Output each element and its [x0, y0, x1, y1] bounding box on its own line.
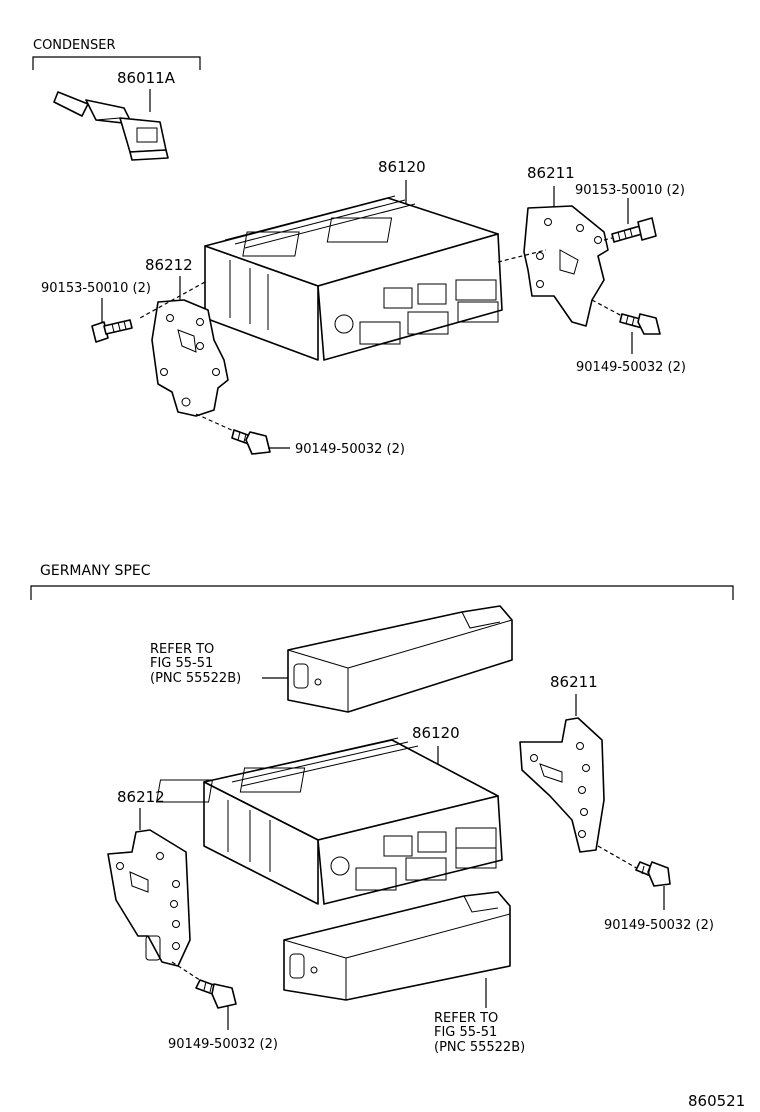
condenser-title: CONDENSER	[33, 38, 115, 53]
alignment-bolt-left-top	[195, 413, 237, 433]
refer-lower-line3: (PNC 55522B)	[434, 1040, 525, 1055]
germany-spec-bracket-line	[30, 585, 734, 600]
label-screw-right-top: 90153-50010 (2)	[575, 183, 685, 198]
condenser-connector-icon	[53, 91, 169, 161]
label-86211-top: 86211	[527, 164, 575, 182]
refer-upper-line1: REFER TO	[150, 642, 214, 657]
condenser-bracket-line	[32, 56, 201, 70]
alignment-line-left-top	[139, 281, 206, 319]
germany-spec-section: GERMANY SPEC REFER TO FIG 55-51 (PNC 555…	[30, 563, 734, 1055]
label-86212-germany: 86212	[117, 788, 165, 806]
label-bolt-left-germany: 90149-50032 (2)	[168, 1037, 278, 1052]
label-screw-left-top: 90153-50010 (2)	[41, 281, 151, 296]
bracket-86211-germany: 86211	[519, 673, 605, 853]
bolt-left-top: 90149-50032 (2)	[195, 413, 405, 457]
screw-icon	[91, 319, 133, 343]
label-bolt-right-germany: 90149-50032 (2)	[604, 918, 714, 933]
refer-lower-line2: FIG 55-51	[434, 1025, 497, 1040]
bolt-left-germany: 90149-50032 (2)	[168, 961, 278, 1052]
bolt-icon	[619, 313, 661, 335]
bolt-right-top: 90149-50032 (2)	[576, 299, 686, 375]
refer-upper-line3: (PNC 55522B)	[150, 671, 241, 686]
bolt-icon	[195, 979, 237, 1009]
alignment-screw-right-top	[603, 237, 613, 241]
germany-spec-title: GERMANY SPEC	[40, 563, 151, 579]
label-86211-germany: 86211	[550, 673, 598, 691]
condenser-group: CONDENSER 86011A	[32, 38, 201, 161]
radio-unit-germany: 86120	[155, 724, 503, 905]
figure-id: 860521	[688, 1092, 745, 1110]
alignment-bolt-right-top	[591, 299, 623, 317]
bolt-icon	[231, 429, 271, 455]
label-86212-top: 86212	[145, 256, 193, 274]
bracket-86212-top: 86212	[139, 256, 229, 417]
bolt-icon	[635, 861, 671, 887]
bracket-86212-germany: 86212	[107, 788, 191, 967]
label-86120-top: 86120	[378, 158, 426, 176]
alignment-line-right-top	[497, 249, 547, 263]
label-bolt-right-top: 90149-50032 (2)	[576, 360, 686, 375]
label-86120-germany: 86120	[412, 724, 460, 742]
refer-lower-line1: REFER TO	[434, 1011, 498, 1026]
refer-upper-line2: FIG 55-51	[150, 656, 213, 671]
alignment-bolt-right-germany	[597, 845, 641, 871]
screw-icon	[611, 217, 657, 243]
label-86011A: 86011A	[117, 69, 176, 87]
radio-unit-top: 86120	[204, 158, 503, 361]
bracket-86211-top: 86211	[497, 164, 609, 327]
screw-left-top: 90153-50010 (2)	[41, 281, 151, 343]
spacer-lower	[283, 891, 511, 1001]
spacer-upper	[287, 605, 513, 713]
label-bolt-left-top: 90149-50032 (2)	[295, 442, 405, 457]
bolt-right-germany: 90149-50032 (2)	[597, 845, 714, 933]
screw-right-top: 90153-50010 (2)	[575, 183, 685, 243]
